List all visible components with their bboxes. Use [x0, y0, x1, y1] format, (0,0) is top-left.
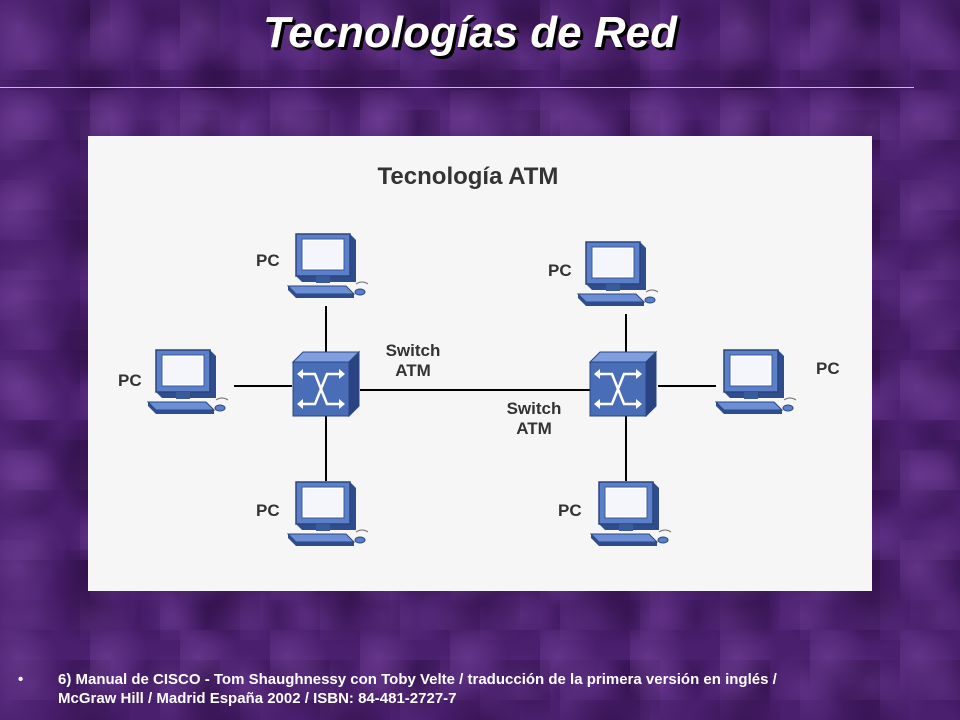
pc-label-bottom-right: PC [558, 501, 582, 520]
diagram-canvas: Tecnología ATM PC PC PC PC PC PC Switch … [118, 163, 840, 547]
atm-switch-left-icon [291, 350, 361, 418]
switch-label-right-line1: Switch [507, 399, 562, 418]
footnote-citation: 6) Manual de CISCO - Tom Shaughnessy con… [58, 671, 777, 707]
pc-right-icon [715, 349, 797, 415]
pc-top-right-icon [577, 241, 659, 307]
pc-label-left: PC [118, 371, 142, 390]
switch-label-left-line2: ATM [395, 361, 431, 380]
diagram-title: Tecnología ATM [378, 163, 559, 190]
pc-label-right: PC [816, 359, 840, 378]
footnote-bullet: • [18, 671, 24, 688]
pc-top-left-icon [287, 233, 369, 299]
switch-label-right-line2: ATM [516, 419, 552, 438]
pc-label-top-right: PC [548, 261, 572, 280]
title-divider [0, 87, 914, 88]
network-links [234, 306, 716, 481]
pc-bottom-left-icon [287, 481, 369, 547]
network-diagram: Tecnología ATM PC PC PC PC PC PC Switch … [88, 136, 872, 591]
pc-left-icon [147, 349, 229, 415]
slide-title: Tecnologías de Red [262, 8, 677, 57]
atm-switch-right-icon [588, 350, 658, 418]
switch-label-left-line1: Switch [386, 341, 441, 360]
footnote: • 6) Manual de CISCO - Tom Shaughnessy c… [0, 670, 960, 720]
pc-label-bottom-left: PC [256, 501, 280, 520]
pc-label-top-left: PC [256, 251, 280, 270]
pc-bottom-right-icon [590, 481, 672, 547]
